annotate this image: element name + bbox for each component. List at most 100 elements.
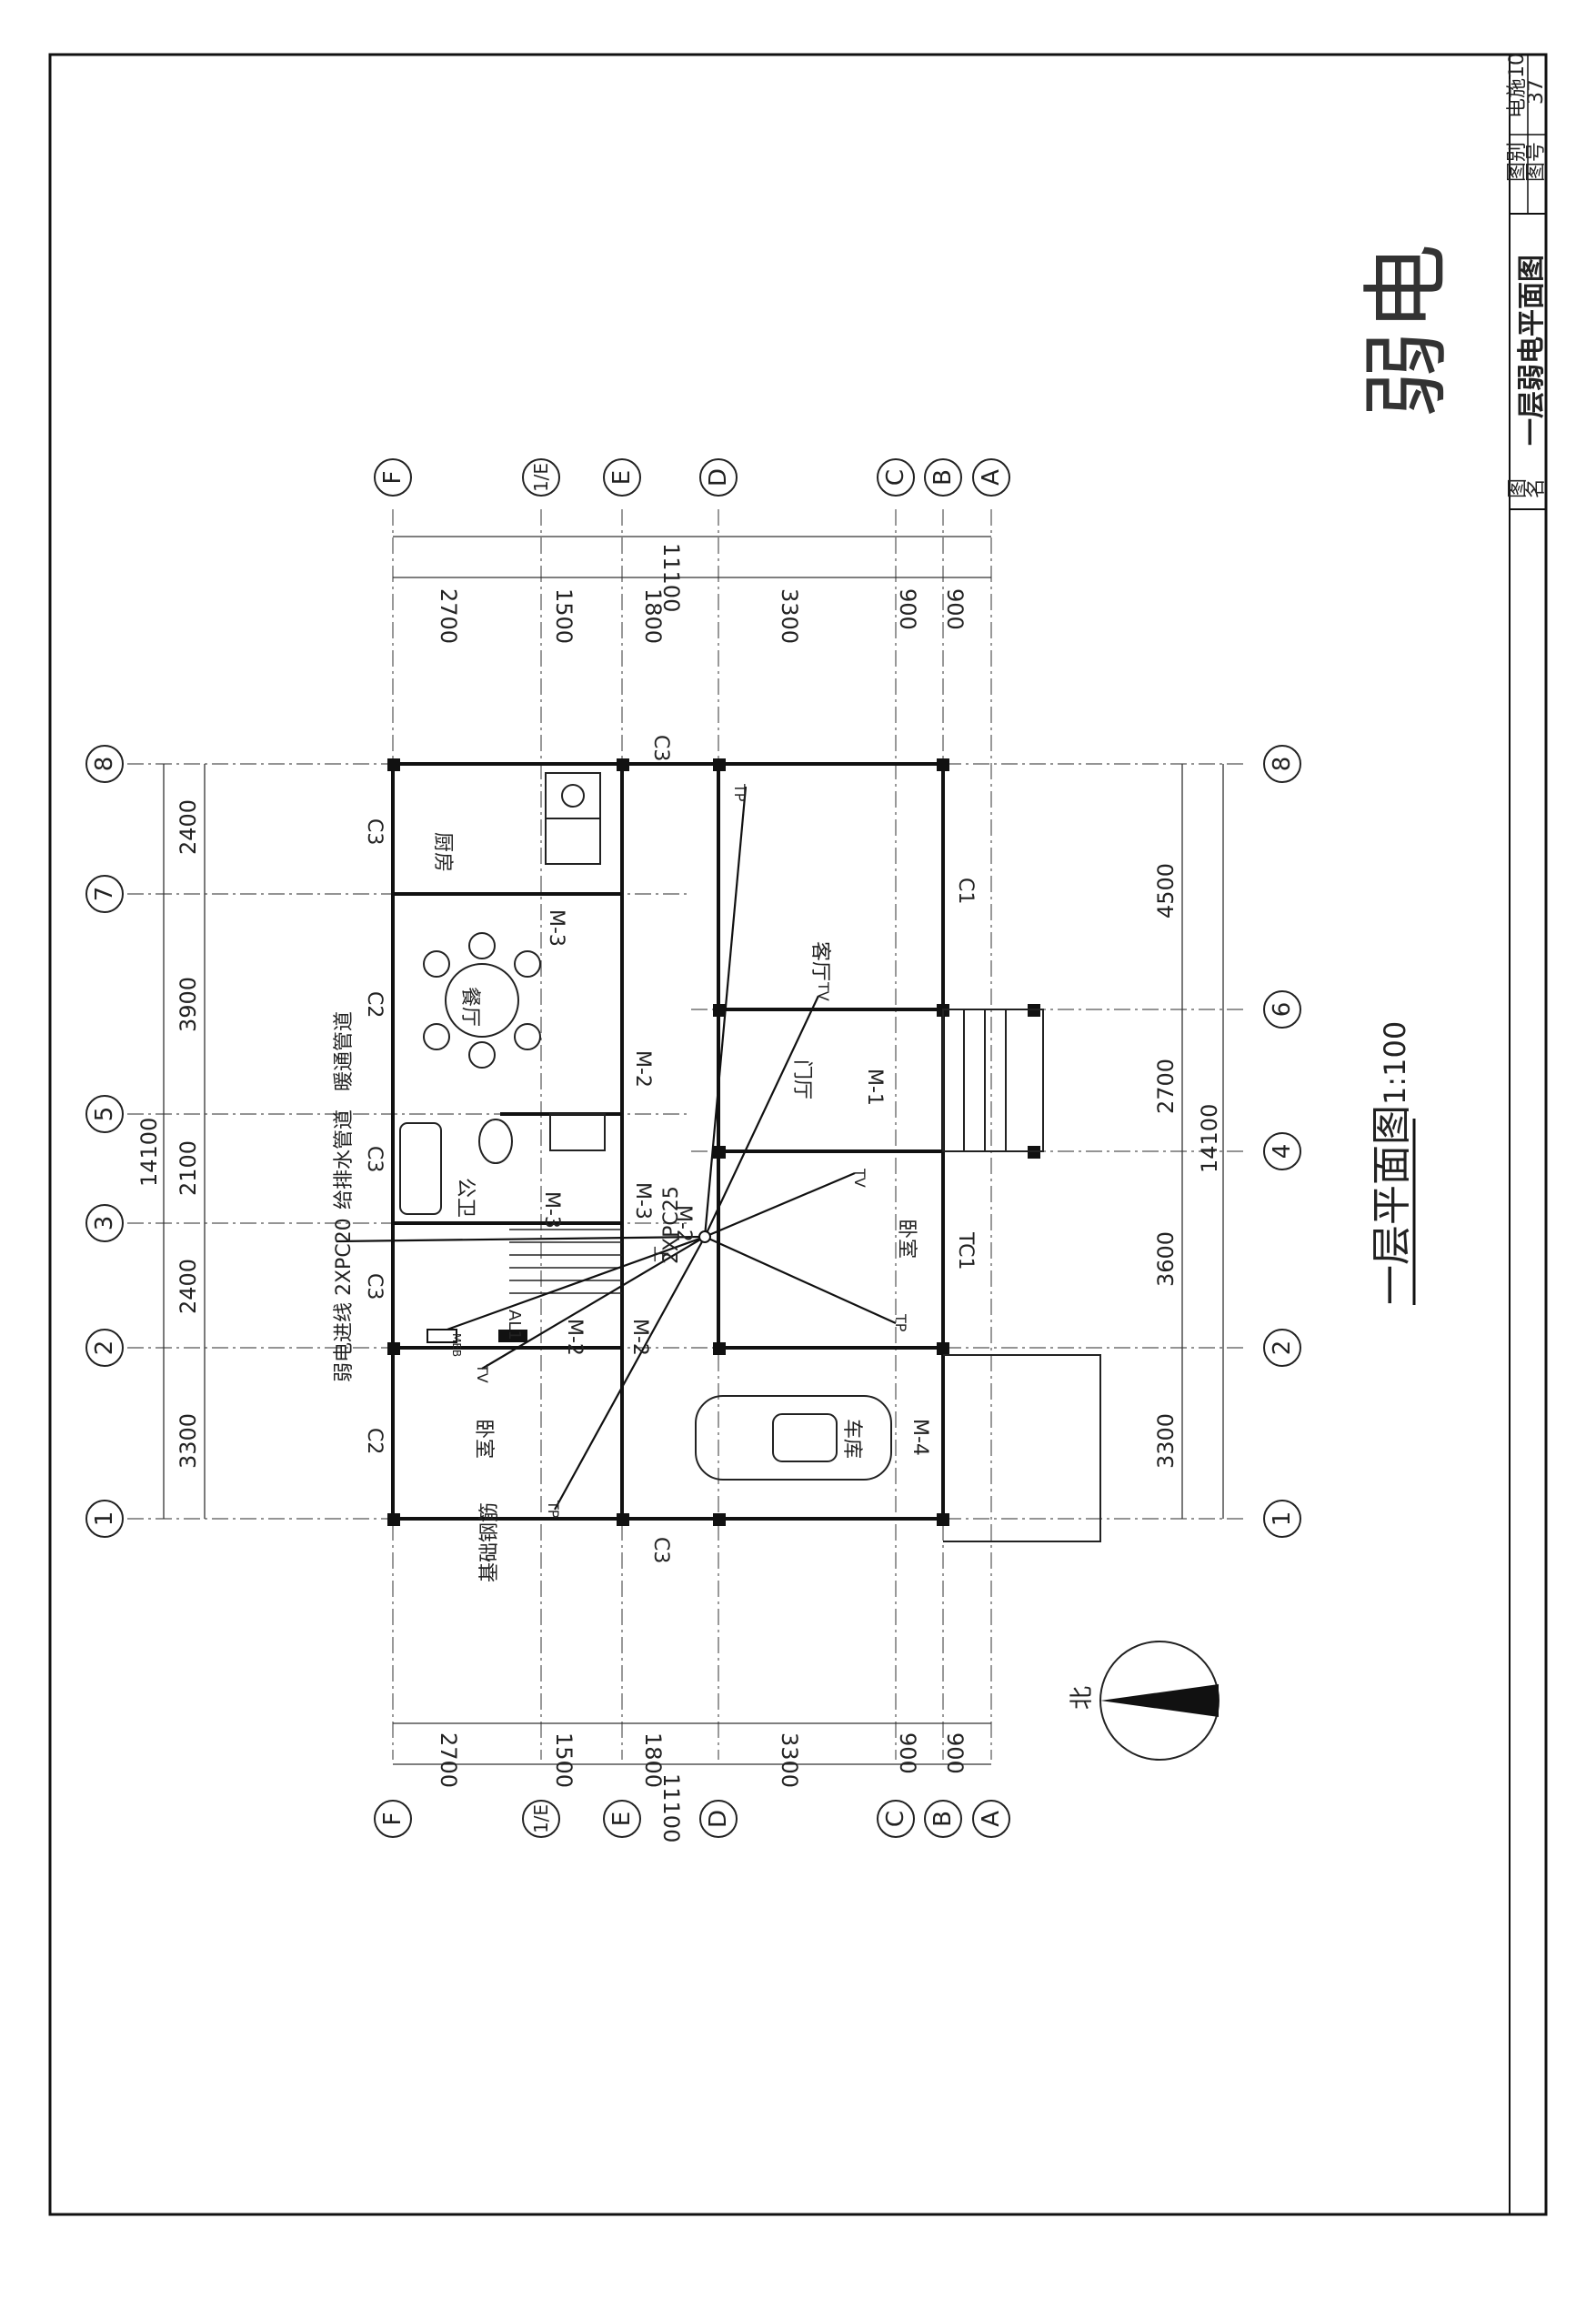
axis-bubble-bottom-6: 6: [1263, 990, 1301, 1029]
room-garage: 车库: [840, 1419, 863, 1459]
svg-text:C: C: [882, 469, 909, 486]
dim-top-total: 14100: [136, 1118, 162, 1187]
columns: [387, 758, 1040, 1526]
dim-side-top-2: 1500: [551, 588, 577, 644]
door-m2-d: M-2: [628, 1319, 651, 1356]
svg-text:8: 8: [91, 757, 118, 772]
svg-text:8: 8: [1269, 757, 1296, 772]
axis-bubble-bottom-D: D: [699, 1800, 738, 1838]
axis-bubble-top-C: C: [877, 458, 915, 497]
room-bedroom-left: 卧室: [472, 1419, 495, 1459]
dim-bottom-3: 2700: [1153, 1059, 1179, 1114]
axis-bubble-top-B: B: [924, 458, 962, 497]
dimension-texts: 3300 2400 2100 3900 2400 14100 3300 3600…: [136, 543, 1222, 1842]
incoming-line-label: 弱电进线 2XPC20: [333, 1218, 356, 1382]
dim-bottom-2: 3600: [1153, 1231, 1179, 1287]
device-labels: TP TV TP TV TP TV: [474, 783, 909, 1519]
plan-scale: 1:100: [1378, 1021, 1412, 1105]
window-labels: C1 C2 C2 C3 C3 C3 C3 C3 TC1: [363, 735, 977, 1563]
title-block-name-label-1: 图: [1507, 478, 1530, 498]
door-m3-b: M-3: [540, 1191, 563, 1229]
door-m2-c: M-2: [563, 1319, 586, 1356]
window-c2-b: C2: [363, 1428, 386, 1454]
dim-side-top-5: 900: [895, 588, 920, 630]
title-block: 图别 电施10 图号 37 图 名 一层弱电平面图: [1506, 53, 1548, 510]
conduit-label: 2XPC25: [660, 1186, 683, 1264]
axis-bubble-top-A: A: [972, 458, 1010, 497]
svg-text:6: 6: [1269, 1002, 1296, 1018]
window-c3-c: C3: [363, 1273, 386, 1300]
axis-bubble-bottom-1E: 1/E: [522, 1800, 560, 1838]
room-living: 客厅: [808, 941, 831, 981]
axis-bubbles: 1 2 3 5 7 8 1 2 4 6 8 F 1/E E D C B A F …: [85, 458, 1301, 1838]
dim-side-top-6: 900: [942, 588, 968, 630]
svg-text:A: A: [978, 1811, 1005, 1827]
device-tv-2: TV: [851, 1168, 868, 1188]
dim-side-top-4: 3300: [777, 588, 802, 644]
dim-side-bottom-4: 3300: [777, 1732, 802, 1788]
svg-text:A: A: [978, 469, 1005, 486]
dim-side-bottom-total: 11100: [658, 1773, 684, 1842]
dim-top-1: 3300: [176, 1413, 201, 1469]
svg-text:1/E: 1/E: [530, 1804, 552, 1833]
window-c3-b: C3: [363, 1146, 386, 1172]
dim-side-bottom-2: 1500: [551, 1732, 577, 1788]
title-block-name-label-2: 名: [1525, 478, 1548, 498]
window-c3-d: C3: [649, 735, 672, 761]
wiring: [336, 786, 897, 1511]
axis-bubble-bottom-4: 4: [1263, 1132, 1301, 1170]
svg-text:1: 1: [91, 1511, 118, 1527]
door-m4: M-4: [908, 1419, 931, 1456]
window-tc1: TC1: [954, 1231, 977, 1270]
svg-text:B: B: [929, 469, 957, 486]
svg-text:F: F: [379, 471, 407, 485]
north-label: 北: [1069, 1686, 1096, 1710]
axis-bubble-bottom-2: 2: [1263, 1329, 1301, 1367]
axis-bubble-top-1: 1: [85, 1500, 124, 1538]
car-icon: [695, 1395, 892, 1481]
dim-bottom-total: 14100: [1197, 1104, 1222, 1173]
svg-text:5: 5: [91, 1107, 118, 1122]
door-m3-a: M-3: [545, 909, 567, 947]
axis-bubble-top-3: 3: [85, 1204, 124, 1242]
room-kitchen: 厨房: [431, 832, 454, 872]
svg-text:D: D: [705, 1810, 732, 1828]
svg-text:3: 3: [91, 1216, 118, 1231]
handwritten-note: 弱电: [1356, 244, 1458, 418]
plan-title: 一层平面图: [1369, 1105, 1415, 1305]
device-tv-1: TV: [815, 981, 832, 1001]
sheet-border-outer: [48, 53, 1548, 2216]
annotations: 弱电进线 2XPC20 2XPC25 给排水管道 暖通管道 基础钢筋 MEB A…: [333, 1011, 683, 1582]
room-labels: 厨房 餐厅 公卫 客厅 门厅 卧室 卧室 车库: [431, 832, 918, 1459]
dim-side-bottom-1: 2700: [436, 1732, 461, 1788]
meb-box: [427, 1329, 457, 1343]
axis-bubble-bottom-A: A: [972, 1800, 1010, 1838]
foundation-label: 基础钢筋: [478, 1502, 501, 1582]
building-walls: [391, 762, 945, 1521]
room-bathroom: 公卫: [454, 1178, 477, 1218]
exterior-wall: [391, 762, 945, 1521]
svg-text:7: 7: [91, 887, 118, 902]
axis-bubble-top-F: F: [374, 458, 412, 497]
heating-pipe-label: 暖通管道: [333, 1011, 356, 1091]
svg-text:2: 2: [91, 1340, 118, 1356]
dim-top-5: 2400: [176, 799, 201, 855]
dim-side-bottom-3: 1800: [640, 1732, 666, 1788]
svg-text:B: B: [929, 1811, 957, 1827]
svg-text:1: 1: [1269, 1511, 1296, 1527]
dim-top-2: 2400: [176, 1259, 201, 1314]
dim-side-top-total: 11100: [658, 543, 684, 612]
room-dining: 餐厅: [458, 987, 481, 1027]
bathroom-fixtures: [399, 1113, 606, 1215]
meb-label: MEB: [450, 1333, 463, 1357]
axis-bubble-bottom-F: F: [374, 1800, 412, 1838]
axis-bubble-top-E: E: [603, 458, 641, 497]
device-tp-2: TP: [892, 1313, 909, 1332]
kitchen-fixtures: [545, 772, 601, 865]
dim-bottom-1: 3300: [1153, 1413, 1179, 1469]
stairs: [509, 1229, 622, 1294]
window-c3-a: C3: [363, 818, 386, 845]
drawing-name: 一层弱电平面图: [1516, 255, 1548, 446]
device-tv-3: TV: [474, 1363, 491, 1383]
